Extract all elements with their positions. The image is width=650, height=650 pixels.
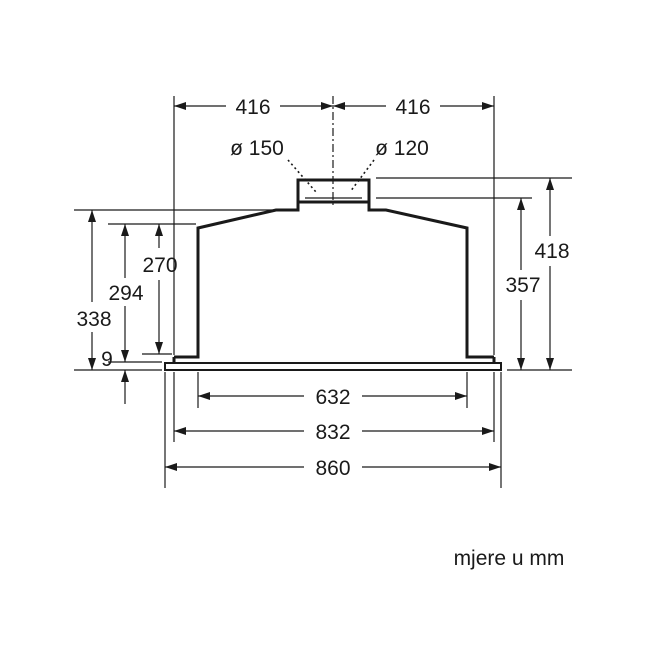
dim-632-label: 632 bbox=[315, 386, 350, 409]
dim-left: 338 294 270 9 bbox=[76, 210, 178, 404]
dim-294-label: 294 bbox=[108, 282, 143, 305]
bottom-flange bbox=[164, 362, 502, 371]
duct-diameter-leaders: ø 150 ø 120 bbox=[230, 137, 429, 193]
dim-338-label: 338 bbox=[76, 308, 111, 331]
extension-lines bbox=[74, 96, 572, 488]
units-note: mjere u mm bbox=[454, 547, 565, 570]
dim-270-label: 270 bbox=[142, 254, 177, 277]
dim-duct-150-label: ø 150 bbox=[230, 137, 284, 160]
dim-418-label: 418 bbox=[534, 240, 569, 263]
dim-duct-120-label: ø 120 bbox=[375, 137, 429, 160]
hood-outline bbox=[164, 178, 502, 371]
dim-9-label: 9 bbox=[101, 348, 113, 371]
dim-top-right-label: 416 bbox=[395, 96, 430, 119]
dim-top: 416 416 bbox=[174, 96, 494, 119]
dim-860-label: 860 bbox=[315, 457, 350, 480]
dim-832-label: 832 bbox=[315, 421, 350, 444]
dim-357-label: 357 bbox=[505, 274, 540, 297]
hood-body bbox=[174, 200, 494, 359]
dim-bottom: 632 832 860 bbox=[165, 386, 501, 480]
dim-top-left-label: 416 bbox=[235, 96, 270, 119]
dim-right: 418 357 bbox=[505, 178, 570, 370]
